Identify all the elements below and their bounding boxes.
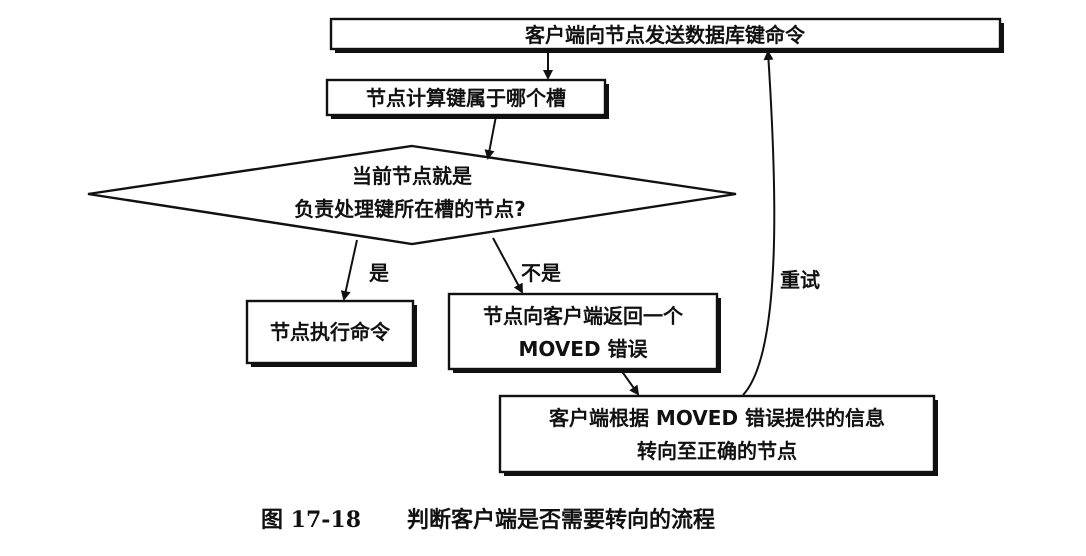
edge-label-yes: 是 [368,261,389,285]
node-send-command-text: 客户端向节点发送数据库键命令 [524,23,806,47]
return-moved-line-2: MOVED 错误 [518,337,648,361]
node-compute-slot-text: 节点计算键属于哪个槽 [366,86,566,110]
redirect-line-1: 客户端根据 MOVED 错误提供的信息 [548,406,885,430]
node-redirect: 客户端根据 MOVED 错误提供的信息 转向至正确的节点 [498,394,938,476]
node-execute-text: 节点执行命令 [270,320,391,344]
edge-moved-to-redirect [620,369,640,396]
node-compute-slot: 节点计算键属于哪个槽 [325,78,609,119]
figure-caption: 图 17-18 判断客户端是否需要转向的流程 [261,507,715,533]
redirect-line-2: 转向至正确的节点 [637,439,797,463]
edge-label-no: 不是 [521,261,561,285]
node-execute-command: 节点执行命令 [245,299,417,367]
figure-title: 判断客户端是否需要转向的流程 [407,507,715,533]
decision-line-2: 负责处理键所在槽的节点? [294,197,526,221]
node-return-moved: 节点向客户端返回一个 MOVED 错误 [447,292,721,373]
edge-compute-to-decision [484,115,497,160]
edge-label-retry: 重试 [780,268,820,292]
edge-decision-yes [340,239,358,301]
figure-number: 图 17-18 [261,507,361,533]
return-moved-line-1: 节点向客户端返回一个 [483,304,684,328]
node-send-command: 客户端向节点发送数据库键命令 [329,17,1004,53]
decision-line-1: 当前节点就是 [352,164,472,188]
node-is-responsible-decision: 当前节点就是 负责处理键所在槽的节点? [87,144,737,246]
edge-decision-no [492,237,523,294]
edge-retry-loop [742,50,776,396]
